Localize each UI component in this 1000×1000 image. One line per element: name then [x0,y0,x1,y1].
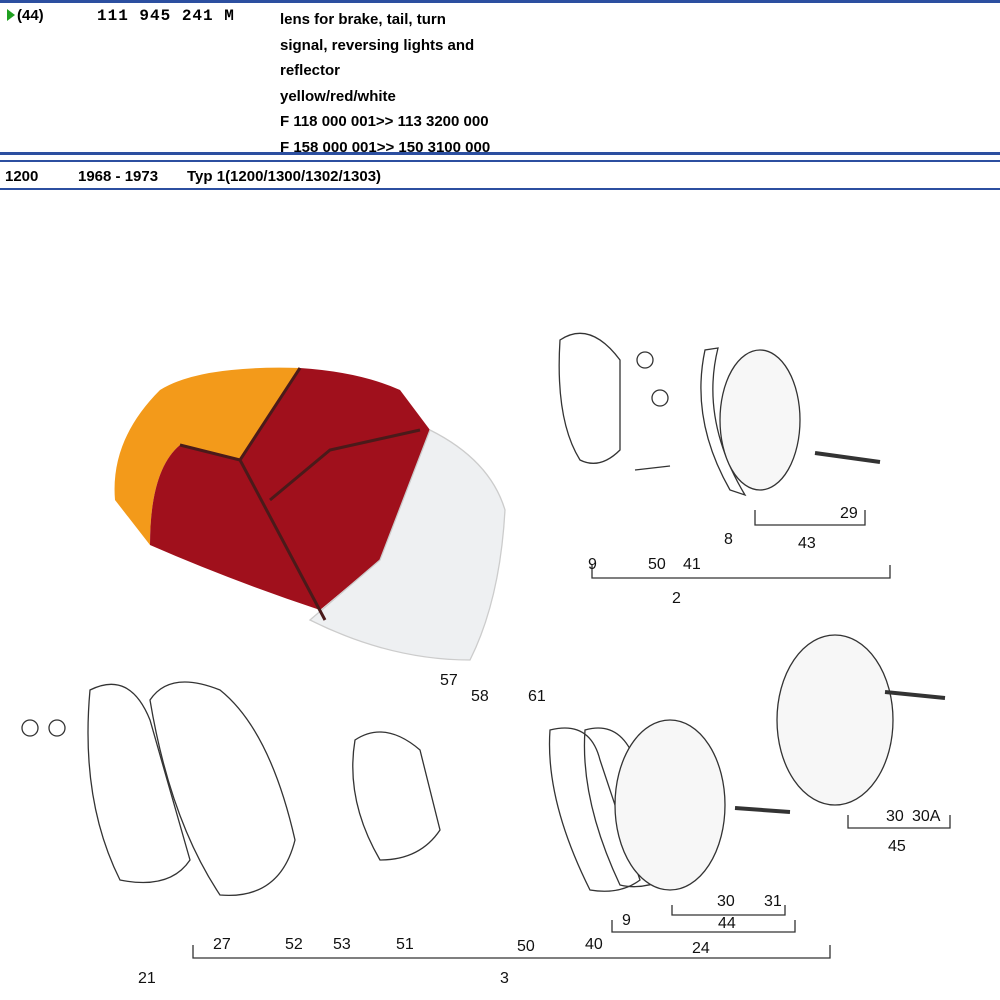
callout[interactable]: 8 [724,531,733,548]
diagram-part-housing [149,681,296,897]
group-bracket-24 [611,920,796,933]
diagram-part-lens [719,349,801,491]
callout[interactable]: 57 [440,672,458,689]
tail-light-photo [114,367,506,661]
model-type: Typ 1(1200/1300/1302/1303) [187,168,382,185]
callout[interactable]: 21 [138,970,156,987]
callout[interactable]: 58 [471,688,489,705]
callout[interactable]: 45 [888,838,906,855]
desc-line: F 158 000 001>> 150 3100 000 [280,138,491,156]
diagram-part-gasket [583,727,666,888]
callout[interactable]: 51 [396,936,414,953]
desc-line: yellow/red/white [280,87,396,105]
callout[interactable]: 9 [622,912,631,929]
group-bracket-44 [671,905,786,916]
part-row[interactable]: (44) 111 945 241 M lens for brake, tail,… [0,0,1000,158]
diagram-part-gasket [700,347,747,497]
group-bracket-45 [847,815,951,829]
callout[interactable]: 43 [798,535,816,552]
callout[interactable]: 9 [588,556,597,573]
position-number: (44) [17,7,44,24]
diagram-part-bracket [558,332,621,464]
group-bracket-43 [754,510,866,526]
diagram-screw [734,806,791,814]
diagram-nut [21,719,39,737]
desc-line: F 118 000 001>> 113 3200 000 [280,113,489,130]
diagram-part-lens [776,634,894,806]
desc-line: lens for brake, tail, turn [280,11,446,28]
callout[interactable]: 41 [683,556,701,573]
group-bracket-2 [591,565,891,579]
callout[interactable]: 61 [528,688,546,705]
callout[interactable]: 40 [585,936,603,953]
callout[interactable]: 52 [285,936,303,953]
diagram-washer [48,719,66,737]
position: (44) [7,7,44,24]
diagram-bulb [636,351,654,369]
diagram-part-seal [87,683,191,884]
callout[interactable]: 24 [692,940,710,957]
diagram-screw [814,451,881,464]
callout[interactable]: 29 [840,505,858,522]
callout[interactable]: 44 [718,915,736,932]
callout[interactable]: 3 [500,970,509,987]
divider [0,160,1000,162]
diagram-part-gasket [548,727,641,892]
diagram-part-holder [352,731,441,861]
model-row[interactable]: 1200 1968 - 1973 Typ 1(1200/1300/1302/13… [0,166,1000,190]
callout[interactable]: 53 [333,936,351,953]
divider [0,152,1000,155]
group-bracket-3 [192,945,831,959]
desc-line: signal, reversing lights and [280,36,475,54]
callout[interactable]: 2 [672,590,681,607]
callout[interactable]: 30 [886,808,904,825]
diagram-bulb [651,389,669,407]
diagram-screw [884,690,946,700]
model-code: 1200 [5,168,39,185]
callout[interactable]: 50 [517,938,535,955]
diagram-screw [634,465,671,471]
expand-arrow-icon[interactable] [7,9,15,21]
part-description: lens for brake, tail, turn signal, rever… [280,7,490,160]
callout[interactable]: 30A [912,808,941,825]
callout[interactable]: 30 [717,893,735,910]
model-years: 1968 - 1973 [78,168,159,185]
callout[interactable]: 31 [764,893,782,910]
desc-line: reflector [280,62,341,79]
part-number: 111 945 241 M [97,7,235,25]
callout[interactable]: 50 [648,556,666,573]
diagram-part-lens [614,719,726,891]
callout[interactable]: 27 [213,936,231,953]
